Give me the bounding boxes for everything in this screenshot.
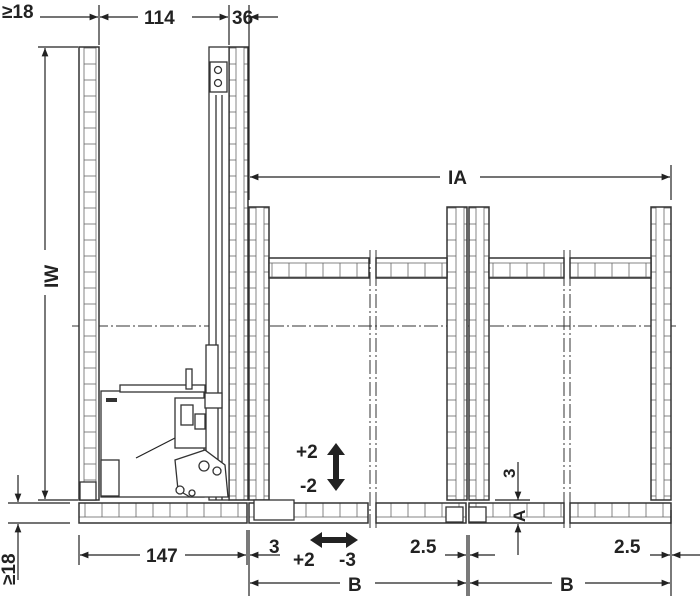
- partition-panel: [446, 206, 468, 501]
- shelf: [569, 257, 652, 279]
- left-side-panel: [78, 46, 100, 501]
- base-board: [569, 502, 672, 524]
- adjust-plus: +2: [293, 550, 315, 571]
- base-board: [78, 502, 248, 524]
- adjust-minus: -2: [300, 476, 317, 497]
- partition-panel: [468, 206, 490, 501]
- dim-iw: IW: [42, 265, 63, 288]
- dim-147: 147: [146, 546, 178, 567]
- dim-3-vertical: 3: [500, 469, 519, 478]
- dim-2-5: 2.5: [614, 537, 641, 558]
- adjust-plus: +2: [296, 442, 318, 463]
- dim-bottom-min: ≥18: [0, 553, 20, 585]
- hinge-mechanism-icon: [100, 344, 229, 498]
- double-arrow-horizontal-icon: [310, 532, 358, 548]
- a-dimension: 3 A: [495, 462, 530, 555]
- dim-top-min: ≥18: [2, 2, 34, 23]
- adjust-minus: -3: [339, 550, 356, 571]
- dim-114: 114: [144, 8, 175, 29]
- partition-panel: [248, 206, 270, 501]
- dim-b: B: [348, 575, 362, 596]
- connector-block: [253, 499, 295, 521]
- dim-ia: IA: [448, 168, 467, 189]
- shelf: [268, 257, 370, 279]
- dim-gap-3: 3: [269, 537, 280, 558]
- dim-a: A: [510, 510, 529, 522]
- dim-2-5: 2.5: [410, 537, 437, 558]
- double-arrow-vertical-icon: [327, 443, 345, 491]
- door-panel: [228, 46, 249, 501]
- bottom-min-dimension: ≥18: [0, 475, 70, 585]
- dim-36: 36: [232, 8, 253, 29]
- vertical-adjustment: +2 -2: [296, 442, 345, 497]
- shelf: [488, 257, 565, 279]
- base-board: [375, 502, 467, 524]
- shelf: [375, 257, 448, 279]
- right-side-panel: [650, 206, 672, 501]
- side-panels: [78, 46, 672, 501]
- dim-b: B: [560, 575, 574, 596]
- top-dimensions: ≥18 114 36 IA: [2, 2, 672, 200]
- iw-dimension: IW: [38, 46, 78, 501]
- horizontal-adjustment: +2 -3: [293, 532, 358, 571]
